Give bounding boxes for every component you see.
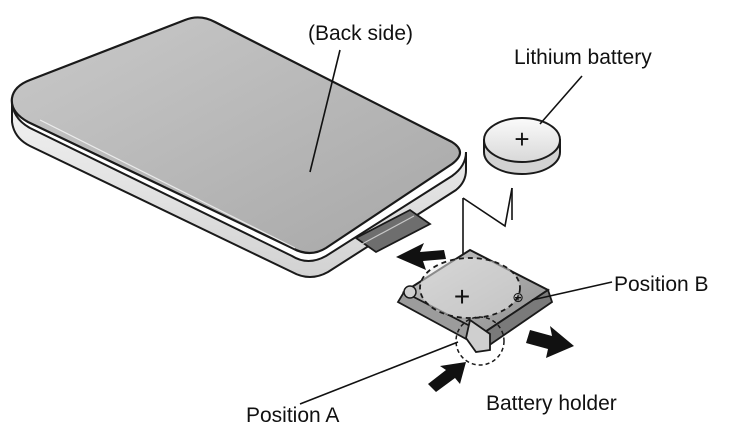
- label-position-b: Position B: [614, 273, 709, 296]
- remote-side: [11, 99, 467, 278]
- label-back-side: (Back side): [308, 22, 413, 45]
- lithium-battery: +: [483, 117, 561, 175]
- holder-latch: [465, 318, 491, 353]
- label-battery-holder: Battery holder: [486, 392, 617, 415]
- remote-top-face: [10, 16, 462, 255]
- label-position-a: Position A: [246, 404, 339, 427]
- remote-control: [10, 16, 467, 278]
- leader-lines: [299, 49, 613, 405]
- label-lithium-battery: Lithium battery: [514, 46, 652, 69]
- insert-arrow: [396, 243, 446, 270]
- battery-plus-symbol: +: [514, 124, 529, 154]
- position-a-marker: [455, 316, 505, 366]
- press-latch-arrow: [428, 362, 466, 392]
- arrows: [396, 243, 574, 392]
- holder-polarity-mark: ⊕: [512, 289, 524, 305]
- eject-arrow: [526, 326, 574, 358]
- battery-seat-outline: [419, 257, 521, 319]
- remote-battery-slot: [354, 208, 432, 254]
- holder-plus-symbol: +: [454, 281, 470, 312]
- battery-holder: + ⊕: [396, 248, 554, 366]
